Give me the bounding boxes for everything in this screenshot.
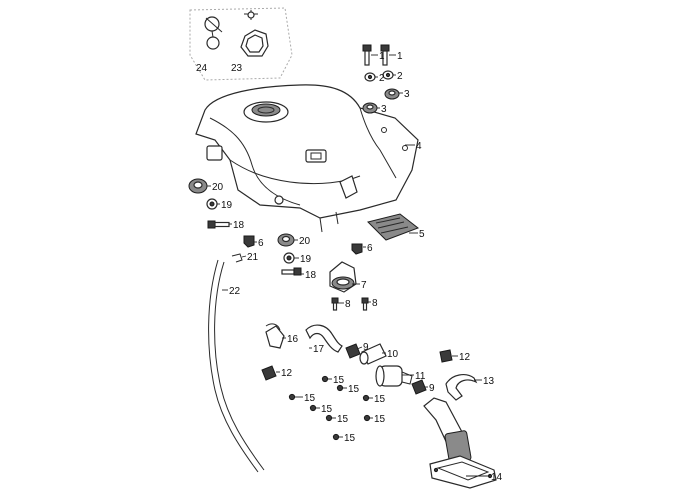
bolt-8-left: [331, 297, 339, 311]
callout-3a: 3: [404, 89, 410, 100]
grommet-3-left: [362, 102, 378, 114]
callout-15f: 15: [337, 414, 349, 425]
hose-13: [445, 374, 478, 401]
callout-15b: 15: [348, 384, 360, 395]
hose-17: [305, 324, 343, 353]
callout-3b: 3: [381, 104, 387, 115]
part-24-switch: [204, 16, 223, 50]
callout-6b: 6: [258, 238, 264, 249]
callout-17: 17: [313, 344, 325, 355]
callout-6a: 6: [367, 243, 373, 254]
callout-numbers: 1 1 2 2 3 3 4 5 6 6 7 8 8 9 9 10 11 12 1…: [196, 51, 503, 483]
clip-6-right: [351, 243, 363, 255]
callout-14: 14: [491, 472, 503, 483]
fitting-12-left: [261, 365, 277, 381]
callout-22: 22: [229, 286, 241, 297]
rubber-pad-5: [367, 213, 420, 241]
callout-9b: 9: [429, 383, 435, 394]
callout-10: 10: [387, 349, 399, 360]
callout-21: 21: [247, 252, 259, 263]
washer-19-upper: [206, 198, 218, 210]
callout-1b: 1: [397, 51, 403, 62]
bolt-18-upper: [207, 220, 230, 229]
leader-lines: [207, 54, 490, 477]
clamp-9-lower: [411, 379, 427, 395]
bolt-1-right: [380, 44, 390, 66]
part-23-cap-ring: [240, 10, 269, 57]
washer-19-lower: [283, 252, 295, 264]
callout-8a: 8: [345, 299, 351, 310]
callout-15h: 15: [344, 433, 356, 444]
callout-18b: 18: [305, 270, 317, 281]
pump-flange-7: [329, 261, 357, 293]
callout-15e: 15: [321, 404, 333, 415]
callout-11: 11: [415, 371, 426, 382]
bolt-8-right: [361, 297, 369, 311]
clamp-9-upper: [345, 343, 361, 359]
callout-12a: 12: [459, 352, 471, 363]
callout-2a: 2: [379, 73, 385, 84]
callout-16: 16: [287, 334, 299, 345]
bolt-18-lower: [281, 267, 302, 276]
inset-detail: [189, 7, 293, 81]
callout-15c: 15: [304, 393, 316, 404]
clip-6-left: [243, 235, 255, 248]
clip-21: [231, 253, 243, 263]
fuel-tank: [195, 84, 419, 233]
washer-2-left: [364, 72, 376, 82]
callout-15g: 15: [374, 414, 386, 425]
callout-7: 7: [361, 280, 367, 291]
callout-8b: 8: [372, 298, 378, 309]
callout-4: 4: [416, 141, 422, 152]
fuel-filter-10: [359, 343, 387, 365]
callout-19a: 19: [221, 200, 233, 211]
callout-1a: 1: [379, 51, 385, 62]
callout-18a: 18: [233, 220, 245, 231]
callout-12b: 12: [281, 368, 293, 379]
callout-5: 5: [419, 229, 425, 240]
fuel-filter-11: [375, 365, 413, 387]
fitting-12-right: [439, 349, 453, 363]
grommet-20-upper: [188, 178, 208, 194]
drain-hose-22: [208, 259, 265, 473]
callout-15d: 15: [374, 394, 386, 405]
bolts-15: [288, 375, 371, 441]
callout-13: 13: [483, 376, 495, 387]
callout-19b: 19: [300, 254, 312, 265]
grommet-3-right: [384, 88, 400, 100]
grommet-20-lower: [277, 233, 295, 247]
callout-9a: 9: [363, 342, 369, 353]
callout-15a: 15: [333, 375, 345, 386]
callout-24: 24: [196, 63, 208, 74]
bolt-1-left: [362, 44, 372, 66]
callout-20a: 20: [212, 182, 224, 193]
hose-clamp-16: [265, 323, 285, 349]
callout-20b: 20: [299, 236, 311, 247]
callout-23: 23: [231, 63, 243, 74]
callout-2b: 2: [397, 71, 403, 82]
fuel-pump-14: [423, 397, 497, 489]
